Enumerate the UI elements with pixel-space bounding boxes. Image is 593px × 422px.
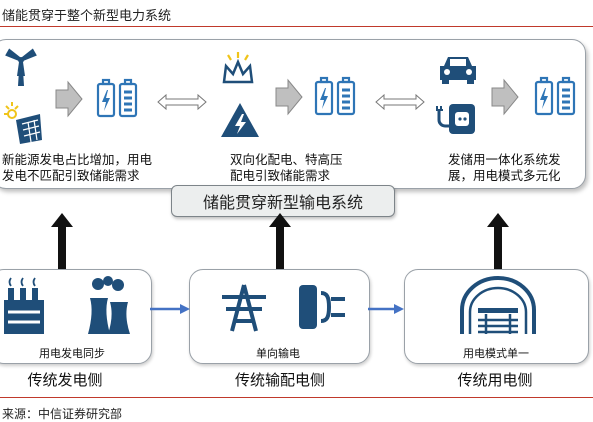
source-note: 来源：中信证券研究部 — [2, 407, 123, 421]
up-arrow-2 — [269, 213, 291, 269]
title-divider — [0, 26, 593, 27]
cooling-tower-icon — [88, 276, 130, 334]
up-arrow-1 — [51, 213, 73, 269]
box-label-1: 用电发电同步 — [39, 347, 105, 360]
right-arrow-2 — [368, 304, 404, 314]
power-socket-icon — [299, 285, 345, 329]
up-arrow-3 — [487, 213, 509, 269]
top-section-text-3: 发储用一体化系统发展，用电模式多元化 — [448, 152, 561, 183]
car-icon — [440, 57, 476, 84]
wind-turbine-icon — [5, 48, 37, 86]
top-section-text-2: 双向化配电、特高压配电引致储能需求 — [230, 152, 343, 183]
figure-title: 储能贯穿于整个新型电力系统 — [2, 9, 172, 24]
high-voltage-icon — [221, 103, 259, 137]
double-arrow-2 — [375, 93, 425, 111]
plug-socket-icon — [436, 104, 475, 134]
building-icon — [460, 276, 536, 334]
right-arrow-1 — [150, 304, 190, 314]
double-arrow-1 — [157, 93, 207, 111]
top-section-text-1: 新能源发电占比增加，用电发电不匹配引致储能需求 — [2, 152, 153, 183]
smart-grid-icon — [222, 52, 254, 84]
block-arrow-2 — [275, 78, 303, 116]
caption-2: 传统输配电侧 — [234, 371, 325, 389]
solar-panel-icon — [4, 102, 42, 144]
caption-1: 传统发电侧 — [27, 371, 103, 389]
battery-icon-1 — [96, 78, 138, 118]
footer-divider — [0, 397, 593, 398]
box-label-3: 用电模式单一 — [463, 347, 529, 360]
caption-3: 传统用电侧 — [457, 371, 533, 389]
transmission-tower-icon — [222, 284, 266, 332]
box-label-2: 单向输电 — [256, 347, 300, 360]
center-label: 储能贯穿新型输电系统 — [171, 185, 395, 217]
traditional-consumption-box — [404, 269, 589, 364]
battery-icon-2 — [314, 76, 356, 116]
block-arrow-1 — [55, 80, 83, 118]
block-arrow-3 — [491, 78, 519, 116]
power-plant-icon — [4, 277, 44, 334]
battery-icon-3 — [534, 76, 576, 116]
